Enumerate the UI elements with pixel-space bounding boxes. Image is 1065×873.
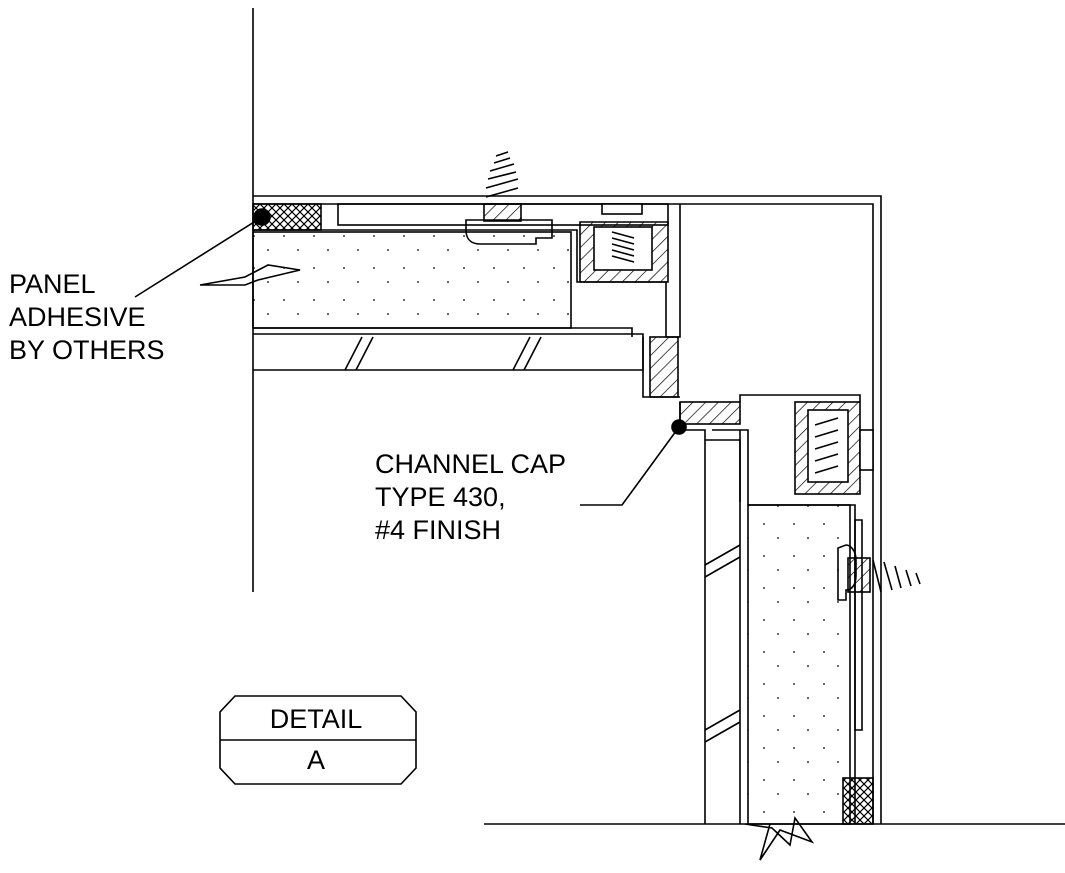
leader-channel-cap xyxy=(580,426,680,506)
top-clip xyxy=(465,219,553,245)
panel-adhesive-line-2: ADHESIVE xyxy=(9,302,146,332)
side-spring-box xyxy=(807,409,849,483)
corner-block-vertical xyxy=(649,336,679,398)
top-spring xyxy=(611,231,635,263)
side-gasket xyxy=(842,777,874,825)
side-clip xyxy=(854,519,863,731)
side-spring xyxy=(814,417,839,474)
bottom-break-line xyxy=(744,815,815,861)
outer-trim xyxy=(253,195,882,824)
panel-adhesive-line-3: BY OTHERS xyxy=(9,335,165,365)
channel-cap-line-3: #4 FINISH xyxy=(375,515,502,545)
side-panel-core xyxy=(747,504,851,825)
corner-block-horizontal xyxy=(679,401,741,425)
top-glazing xyxy=(253,333,644,371)
top-spring-box xyxy=(593,226,653,271)
detail-tag-ref: A xyxy=(306,745,325,775)
top-panel-face xyxy=(253,327,633,337)
side-screw-head xyxy=(847,557,871,593)
top-break-line xyxy=(199,264,301,286)
side-glazing xyxy=(705,439,741,824)
top-panel-core xyxy=(252,231,572,329)
leader-panel-adhesive xyxy=(134,216,263,298)
channel-cap-label: CHANNEL CAP TYPE 430, #4 FINISH xyxy=(375,448,566,547)
side-screw-thread xyxy=(872,559,921,593)
detail-tag-outline xyxy=(219,695,417,785)
top-screw-head xyxy=(483,203,522,222)
channel-cap-line-2: TYPE 430, xyxy=(375,482,506,512)
channel-cap-profile xyxy=(679,402,706,824)
panel-adhesive-label: PANEL ADHESIVE BY OTHERS xyxy=(9,268,165,367)
channel-cap-line-1: CHANNEL CAP xyxy=(375,449,567,479)
panel-adhesive-line-1: PANEL xyxy=(9,269,96,299)
top-screw-thread xyxy=(485,151,519,198)
detail-tag-title: DETAIL xyxy=(269,704,363,734)
